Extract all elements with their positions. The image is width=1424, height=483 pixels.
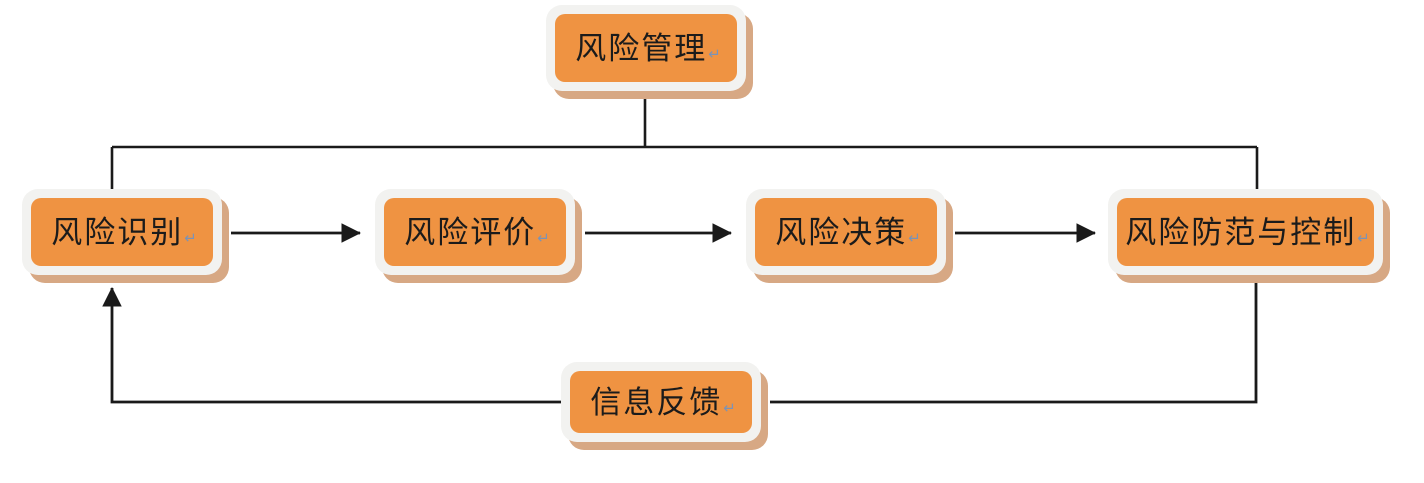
paragraph-mark-icon: ↵ — [537, 229, 550, 247]
paragraph-mark-icon: ↵ — [708, 45, 721, 63]
node-feedback-body: 信息反馈↵ — [570, 371, 752, 433]
node-risk-management-body: 风险管理↵ — [555, 14, 737, 82]
node-risk-management-label: 风险管理 — [575, 30, 708, 66]
paragraph-mark-icon: ↵ — [1357, 229, 1370, 247]
node-feedback-label: 信息反馈 — [590, 384, 723, 420]
node-feedback[interactable]: 信息反馈↵ — [561, 362, 761, 442]
node-risk-control[interactable]: 风险防范与控制↵ — [1108, 189, 1383, 275]
node-risk-identify[interactable]: 风险识别↵ — [22, 189, 222, 275]
paragraph-mark-icon: ↵ — [184, 229, 197, 247]
node-risk-evaluate-label: 风险评价 — [404, 214, 537, 250]
paragraph-mark-icon: ↵ — [723, 399, 736, 417]
node-risk-evaluate[interactable]: 风险评价↵ — [375, 189, 575, 275]
node-risk-decision-label: 风险决策 — [775, 214, 908, 250]
edge-feedback-to-identify — [102, 287, 561, 404]
node-risk-decision[interactable]: 风险决策↵ — [746, 189, 946, 275]
paragraph-mark-icon: ↵ — [908, 229, 921, 247]
node-risk-management[interactable]: 风险管理↵ — [546, 5, 746, 91]
node-risk-identify-label: 风险识别 — [51, 214, 184, 250]
node-risk-evaluate-body: 风险评价↵ — [384, 198, 566, 266]
node-risk-identify-body: 风险识别↵ — [31, 198, 213, 266]
node-risk-control-body: 风险防范与控制↵ — [1117, 198, 1374, 266]
node-risk-control-label: 风险防范与控制 — [1125, 214, 1357, 250]
node-risk-decision-body: 风险决策↵ — [755, 198, 937, 266]
edge-control-to-feedback — [770, 277, 1258, 404]
